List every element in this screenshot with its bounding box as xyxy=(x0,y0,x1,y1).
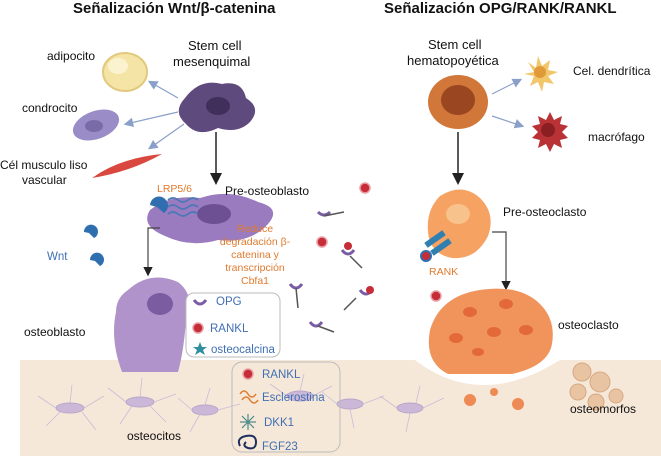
osteocalcina-icon xyxy=(193,342,207,355)
label-lrp: LRP5/6 xyxy=(157,183,193,195)
label-rank: RANK xyxy=(429,266,459,278)
smooth-muscle-cell xyxy=(92,154,162,178)
label-macrofago: macrófago xyxy=(588,130,645,144)
chondrocyte-cell xyxy=(72,109,120,141)
osteoblast-cell xyxy=(114,277,190,372)
label-stem-mes-2: mesenquimal xyxy=(173,54,251,69)
myeloid-arrows xyxy=(491,78,525,129)
label-osteomorfos: osteomorfos xyxy=(570,402,637,416)
legend-fgf23: FGF23 xyxy=(262,441,298,453)
label-reduce-1: Reduce xyxy=(236,223,274,235)
adipocyte-cell xyxy=(102,52,148,92)
label-osteocitos: osteocitos xyxy=(127,429,182,443)
lrp-receptor xyxy=(167,197,199,217)
fgf23-icon xyxy=(237,434,258,450)
label-reduce-3: catenina y xyxy=(231,249,279,261)
label-osteoblasto: osteoblasto xyxy=(24,325,86,339)
osteoclast-nuclei xyxy=(449,299,533,356)
legend-opg: OPG xyxy=(216,296,242,308)
opg-icon xyxy=(192,299,208,306)
esclerostina-icon xyxy=(239,390,259,404)
label-stem-hem-2: hematopoyética xyxy=(407,53,499,68)
label-stem-mes-1: Stem cell xyxy=(188,38,242,53)
wnt-bound xyxy=(150,196,168,213)
legend-box-top xyxy=(185,292,281,358)
preosteoclast-nucleus xyxy=(446,204,470,224)
resorption-blobs xyxy=(464,388,524,410)
osteoblast-nucleus xyxy=(147,293,173,315)
hematopoietic-nucleus xyxy=(441,85,475,115)
label-cel-dendritica: Cel. dendrítica xyxy=(573,64,651,78)
rank-receptor xyxy=(420,230,452,262)
legend-osteocalcina: osteocalcina xyxy=(211,344,275,356)
label-cel-musculo: Cél musculo liso xyxy=(0,158,88,172)
label-reduce-5: Cbfa1 xyxy=(240,275,270,287)
arrow-to-osteoblast xyxy=(143,227,160,277)
label-reduce-2: degradación β- xyxy=(219,236,291,248)
label-wnt: Wnt xyxy=(47,251,68,263)
differentiation-arrows xyxy=(123,80,185,150)
legend-rankl: RANKL xyxy=(210,323,249,335)
rankl-icon-bottom xyxy=(242,368,254,380)
free-molecules xyxy=(288,182,442,333)
label-osteoclasto: osteoclasto xyxy=(558,318,619,332)
label-reduce-4: transcripción xyxy=(225,262,285,274)
dendritic-cell xyxy=(524,56,558,92)
label-condrocito: condrocito xyxy=(22,101,78,115)
wnt-ligand-1 xyxy=(83,224,98,238)
arrow-to-osteoclast xyxy=(492,231,511,291)
macrophage-cell xyxy=(532,112,568,152)
legend-esclerostina: Esclerostina xyxy=(262,392,325,404)
label-pre-osteoclasto: Pre-osteoclasto xyxy=(503,205,587,219)
osteomorphs-cells xyxy=(569,362,624,411)
legend-rankl-bottom: RANKL xyxy=(262,369,301,381)
legend-dkk1: DKK1 xyxy=(264,417,295,429)
legend-box-bottom xyxy=(231,361,341,453)
label-adipocito: adipocito xyxy=(47,49,96,63)
rankl-icon xyxy=(192,322,204,334)
label-pre-osteoblasto: Pre-osteoblasto xyxy=(225,184,310,198)
label-vascular: vascular xyxy=(22,173,67,187)
osteocyte-cells xyxy=(37,373,445,433)
dkk1-icon xyxy=(240,414,256,430)
preosteoblast-nucleus xyxy=(197,204,231,224)
title-wnt: Señalización Wnt/β-catenina xyxy=(73,0,276,17)
title-opg: Señalización OPG/RANK/RANKL xyxy=(384,0,617,17)
wnt-ligand-2 xyxy=(89,252,104,266)
label-stem-hem-1: Stem cell xyxy=(428,37,482,52)
mesenchymal-nucleus xyxy=(206,97,230,115)
